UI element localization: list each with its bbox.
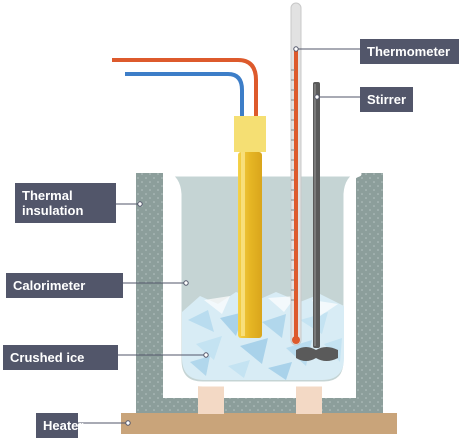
crushed-ice: [182, 292, 344, 380]
label-crushed-ice: Crushed ice: [3, 345, 118, 370]
blue-wire: [125, 72, 244, 118]
label-stirrer: Stirrer: [360, 87, 413, 112]
stirrer: [296, 82, 338, 361]
label-thermal-insulation: Thermal insulation: [15, 183, 116, 223]
thermometer: [290, 2, 302, 346]
label-heater: Heater: [36, 413, 83, 438]
heater: [121, 413, 397, 434]
heating-element-cap: [234, 116, 266, 152]
label-thermometer: Thermometer: [360, 39, 459, 64]
red-wire: [112, 58, 258, 118]
label-calorimeter: Calorimeter: [6, 273, 123, 298]
